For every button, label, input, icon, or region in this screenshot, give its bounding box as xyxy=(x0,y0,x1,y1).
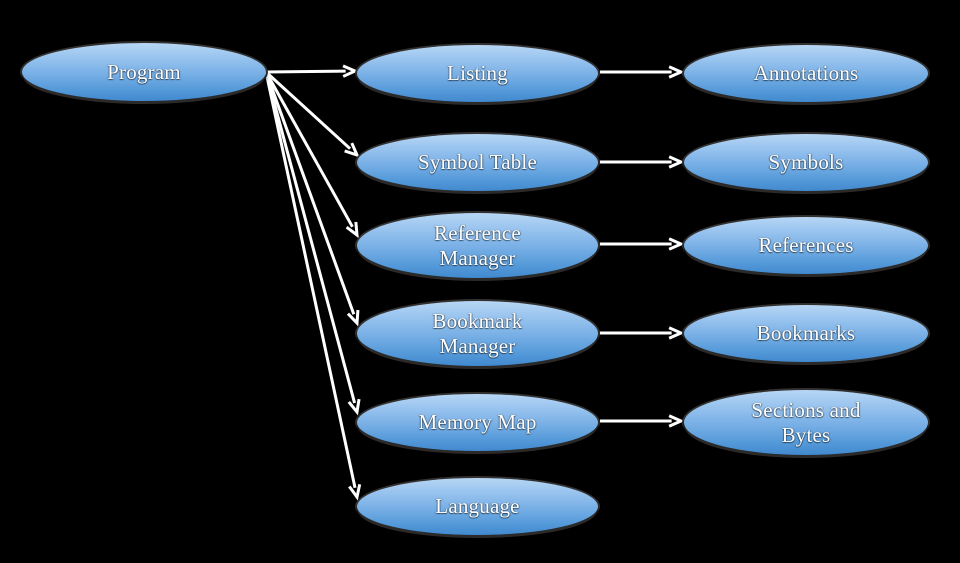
node-program[interactable]: Program xyxy=(22,43,266,101)
node-label-symbols: Symbols xyxy=(768,150,844,175)
node-label-program: Program xyxy=(107,59,181,84)
edge-program-to-reference-manager xyxy=(264,71,359,239)
node-listing[interactable]: Listing xyxy=(357,45,598,102)
node-sections-and-bytes[interactable]: Sections and Bytes xyxy=(684,390,928,455)
node-bookmark-manager[interactable]: Bookmark Manager xyxy=(357,301,598,366)
node-label-references: References xyxy=(758,233,854,258)
edge-program-to-symbol-table xyxy=(264,70,360,158)
edge-symbol-table-to-symbols xyxy=(600,155,685,169)
node-symbols[interactable]: Symbols xyxy=(684,134,928,191)
node-label-bookmarks: Bookmarks xyxy=(756,321,856,346)
node-label-memory-map: Memory Map xyxy=(418,410,537,435)
node-label-annotations: Annotations xyxy=(753,61,859,86)
node-label-reference-manager: Reference Manager xyxy=(434,220,521,270)
node-reference-manager[interactable]: Reference Manager xyxy=(357,213,598,278)
edge-program-to-bookmark-manager xyxy=(264,71,360,327)
node-label-bookmark-manager: Bookmark Manager xyxy=(432,308,523,358)
edge-program-to-memory-map xyxy=(264,71,361,416)
node-memory-map[interactable]: Memory Map xyxy=(357,394,598,451)
node-label-sections-and-bytes: Sections and Bytes xyxy=(751,397,861,447)
edge-memory-map-to-sections xyxy=(600,414,685,428)
edge-program-to-language xyxy=(264,71,362,501)
node-bookmarks[interactable]: Bookmarks xyxy=(684,305,928,362)
edge-bookmark-manager-to-bookmarks xyxy=(600,326,685,340)
node-label-listing: Listing xyxy=(447,61,508,86)
node-annotations[interactable]: Annotations xyxy=(684,45,928,102)
edge-reference-manager-to-references xyxy=(600,237,685,251)
node-symbol-table[interactable]: Symbol Table xyxy=(357,134,598,191)
edge-listing-to-annotations xyxy=(600,65,685,79)
node-label-symbol-table: Symbol Table xyxy=(418,150,537,175)
edge-program-to-listing xyxy=(265,64,359,78)
node-label-language: Language xyxy=(435,494,520,519)
node-references[interactable]: References xyxy=(684,217,928,274)
node-language[interactable]: Language xyxy=(357,478,598,535)
